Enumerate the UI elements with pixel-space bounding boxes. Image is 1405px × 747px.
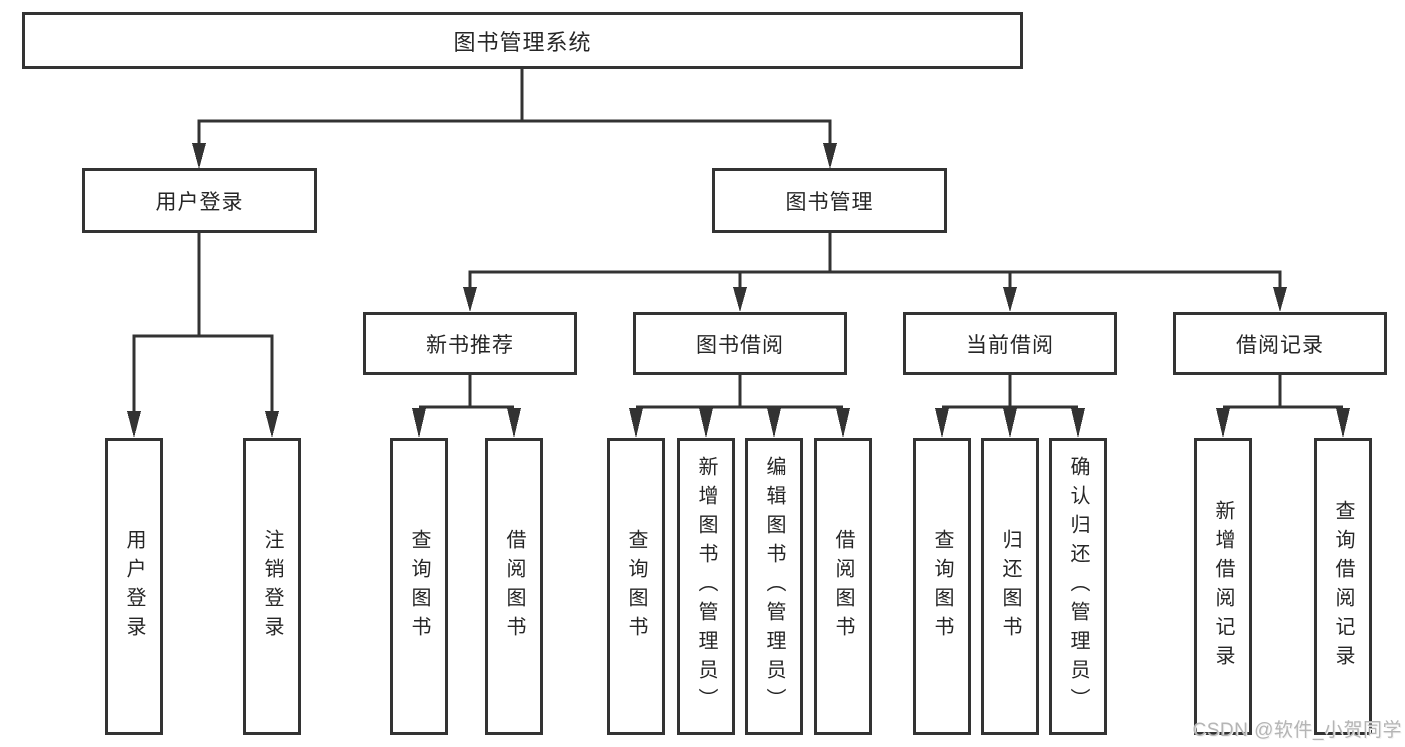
leaf-edit-book-admin: 编辑图书（管理员） [745, 438, 803, 735]
connector-root [192, 69, 837, 169]
node-current-borrow: 当前借阅 [903, 312, 1117, 375]
connector-line [468, 270, 1282, 290]
leaf-query-borrow-record: 查询借阅记录 [1314, 438, 1372, 735]
leaf-query-book-newrec: 查询图书 [390, 438, 448, 735]
arrow-down-icon [1216, 408, 1230, 438]
arrow-down-icon [1003, 287, 1017, 312]
connector-book-mgmt [463, 233, 1287, 312]
leaf-label: 借阅图书 [832, 528, 854, 645]
connector-borrow-record [1216, 375, 1350, 438]
arrow-down-icon [767, 408, 781, 438]
leaf-user-login: 用户登录 [105, 438, 163, 735]
leaf-label: 查询图书 [625, 528, 647, 645]
leaf-confirm-return-admin: 确认归还（管理员） [1049, 438, 1107, 735]
leaf-borrow-book-newrec: 借阅图书 [485, 438, 543, 735]
arrow-down-icon [733, 287, 747, 312]
connector-line [197, 119, 832, 146]
leaf-borrow-book: 借阅图书 [814, 438, 872, 735]
connector-line [942, 375, 1078, 409]
leaf-label: 新增图书（管理员） [695, 456, 717, 717]
watermark-text: CSDN @软件_小贺同学 [1192, 720, 1402, 741]
leaf-label: 借阅图书 [503, 528, 525, 645]
arrow-down-icon [935, 408, 949, 438]
leaf-label: 新增借阅记录 [1212, 499, 1234, 674]
arrow-down-icon [629, 408, 643, 438]
leaf-query-book-current: 查询图书 [913, 438, 971, 735]
connector-current-borrow [935, 375, 1085, 438]
connector-new-book [412, 375, 521, 438]
connector-book-borrow [629, 375, 850, 438]
arrow-down-icon [836, 408, 850, 438]
leaf-label: 查询借阅记录 [1332, 499, 1354, 674]
node-root: 图书管理系统 [22, 12, 1023, 69]
leaf-logout-login: 注销登录 [243, 438, 301, 735]
leaf-label: 查询图书 [931, 528, 953, 645]
leaf-return-book: 归还图书 [981, 438, 1039, 735]
leaf-label: 查询图书 [408, 528, 430, 645]
arrow-down-icon [463, 287, 477, 312]
connector-user-login [127, 233, 279, 438]
leaf-query-book-borrow: 查询图书 [607, 438, 665, 735]
node-user-login: 用户登录 [82, 168, 317, 233]
arrow-down-icon [507, 408, 521, 438]
arrow-down-icon [127, 411, 141, 438]
arrow-down-icon [1071, 408, 1085, 438]
connector-line [1223, 375, 1343, 409]
connector-line [419, 375, 514, 409]
connector-line [636, 375, 843, 409]
arrow-down-icon [1336, 408, 1350, 438]
node-book-borrow: 图书借阅 [633, 312, 847, 375]
arrow-down-icon [699, 408, 713, 438]
arrow-down-icon [192, 143, 206, 169]
leaf-label: 用户登录 [123, 528, 145, 645]
leaf-add-borrow-record: 新增借阅记录 [1194, 438, 1252, 735]
leaf-label: 确认归还（管理员） [1067, 456, 1089, 717]
leaf-label: 编辑图书（管理员） [763, 456, 785, 717]
arrow-down-icon [265, 411, 279, 438]
leaf-label: 注销登录 [261, 528, 283, 645]
node-book-mgmt: 图书管理 [712, 168, 947, 233]
arrow-down-icon [412, 408, 426, 438]
node-new-book-rec: 新书推荐 [363, 312, 577, 375]
leaf-label: 归还图书 [999, 528, 1021, 645]
arrow-down-icon [1003, 408, 1017, 438]
node-borrow-record: 借阅记录 [1173, 312, 1387, 375]
arrow-down-icon [823, 143, 837, 169]
leaf-add-book-admin: 新增图书（管理员） [677, 438, 735, 735]
arrow-down-icon [1273, 287, 1287, 312]
connector-line [132, 334, 274, 413]
